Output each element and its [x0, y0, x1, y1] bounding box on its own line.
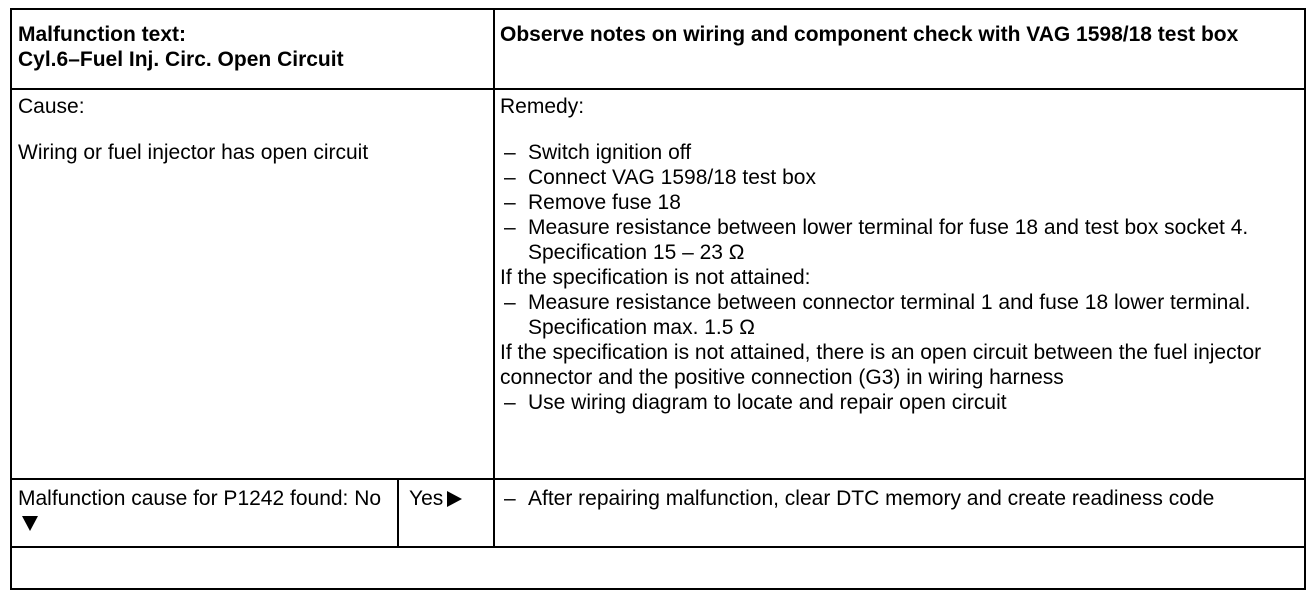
remedy-note: If the specification is not attained, th…: [500, 341, 1262, 389]
divider-result: [12, 546, 1304, 548]
diagnostic-table: Malfunction text: Cyl.6–Fuel Inj. Circ. …: [10, 8, 1306, 590]
remedy-step: Measure resistance between connector ter…: [500, 290, 1300, 340]
result-action: After repairing malfunction, clear DTC m…: [500, 486, 1300, 511]
remedy-note: If the specification is not attained:: [500, 266, 811, 289]
result-cause: Malfunction cause for P1242 found: No: [18, 486, 390, 536]
remedy-label: Remedy:: [500, 95, 585, 118]
result-cause-text: Malfunction cause for P1242 found: No: [18, 487, 382, 510]
cause-label: Cause:: [18, 95, 85, 118]
triangle-right-icon: [447, 491, 463, 507]
malfunction-text-header: Malfunction text: Cyl.6–Fuel Inj. Circ. …: [18, 22, 488, 72]
divider-col-yes: [397, 478, 399, 546]
remedy-step: Connect VAG 1598/18 test box: [500, 165, 1300, 190]
remedy-procedure: Switch ignition off Connect VAG 1598/18 …: [500, 140, 1300, 415]
remedy-step: Switch ignition off: [500, 140, 1300, 165]
remedy-steps-b: Measure resistance between connector ter…: [500, 290, 1300, 340]
remedy-steps-c: Use wiring diagram to locate and repair …: [500, 390, 1300, 415]
result-yes: Yes: [409, 486, 489, 511]
remedy-steps-a: Switch ignition off Connect VAG 1598/18 …: [500, 140, 1300, 265]
divider-body: [12, 478, 1304, 480]
cause-text: Wiring or fuel injector has open circuit: [18, 141, 369, 164]
divider-col-main: [493, 10, 495, 546]
result-action-step: After repairing malfunction, clear DTC m…: [500, 486, 1300, 511]
malfunction-label: Malfunction text:: [18, 23, 186, 46]
remedy-step: Use wiring diagram to locate and repair …: [500, 390, 1300, 415]
yes-label: Yes: [409, 487, 444, 510]
result-action-list: After repairing malfunction, clear DTC m…: [500, 486, 1300, 511]
triangle-down-icon: [22, 516, 38, 531]
notes-header: Observe notes on wiring and component ch…: [500, 23, 1239, 46]
divider-header: [12, 88, 1304, 90]
malfunction-title: Cyl.6–Fuel Inj. Circ. Open Circuit: [18, 48, 344, 71]
remedy-step: Measure resistance between lower termina…: [500, 215, 1300, 265]
remedy-step: Remove fuse 18: [500, 190, 1300, 215]
